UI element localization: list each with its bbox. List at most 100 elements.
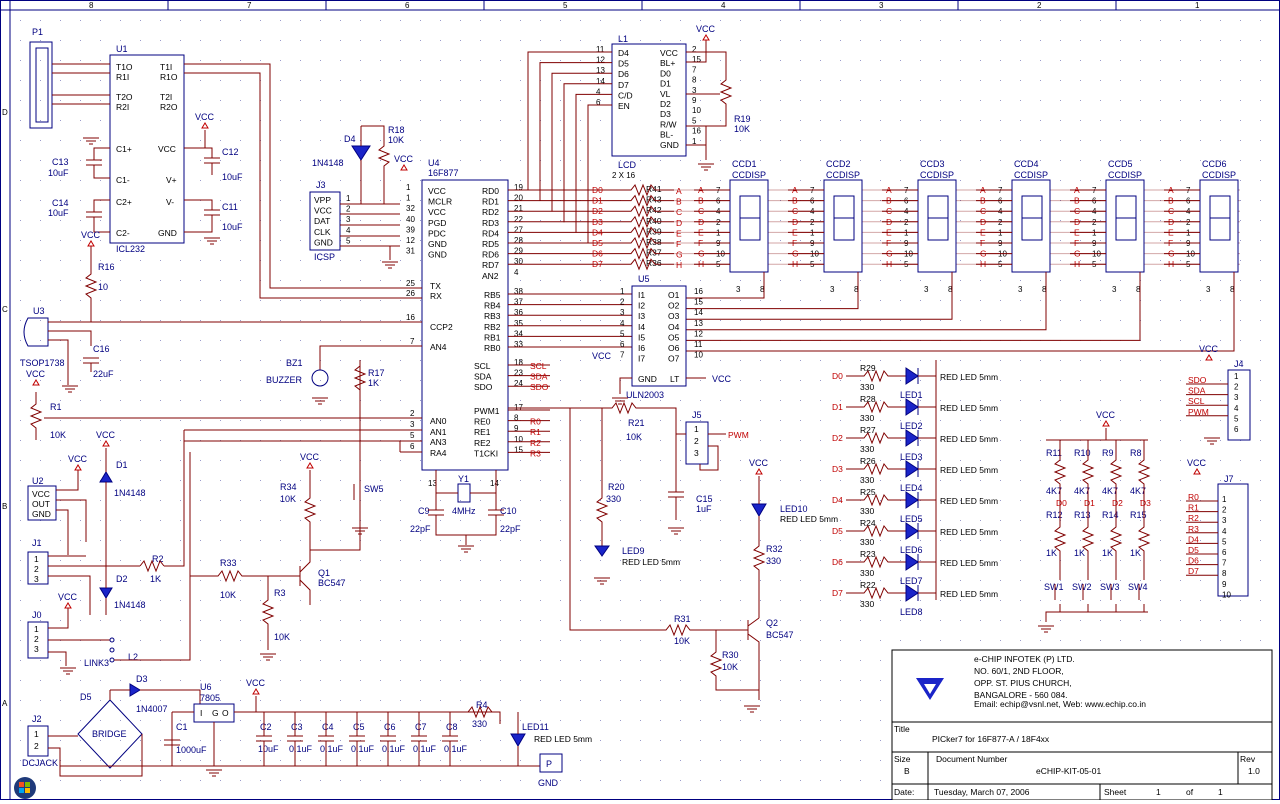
grid-dot [220,280,221,281]
grid-dot [940,580,941,581]
lcd-right-pin-number: 8 [692,76,697,85]
grid-dot [340,160,341,161]
vcc-label: VCC [58,592,78,602]
grid-dot [400,340,401,341]
grid-dot [1020,420,1021,421]
grid-dot [880,120,881,121]
svg-text:3: 3 [694,448,699,458]
grid-dot [680,160,681,161]
grid-dot [120,20,121,21]
grid-dot [660,500,661,501]
grid-dot [680,460,681,461]
grid-dot [680,560,681,561]
grid-dot [160,260,161,261]
vcc-label: VCC [96,430,116,440]
grid-dot [260,620,261,621]
grid-dot [960,320,961,321]
grid-dot [320,580,321,581]
grid-dot [640,500,641,501]
lcd-data-wire [563,83,612,223]
grid-dot [220,300,221,301]
grid-dot [160,580,161,581]
grid-dot [920,560,921,561]
grid-dot [700,680,701,681]
grid-dot [280,300,281,301]
sw-bot-res-ref: R14 [1102,510,1119,520]
grid-dot [760,120,761,121]
grid-dot [720,80,721,81]
grid-dot [300,20,301,21]
grid-dot [620,260,621,261]
grid-dot [760,40,761,41]
grid-dot [1000,180,1001,181]
rev-label: Rev [1240,754,1256,764]
grid-dot [220,60,221,61]
grid-dot [620,760,621,761]
grid-dot [1180,480,1181,481]
grid-dot [540,40,541,41]
r1-pot: R1 10K [29,392,410,440]
grid-dot [120,40,121,41]
grid-dot [60,60,61,61]
bus-segment-label: F [676,239,681,249]
r34-ref: R34 [280,482,297,492]
grid-dot [620,320,621,321]
j7-signal: D6 [1188,556,1199,566]
grid-dot [900,260,901,261]
grid-dot [740,360,741,361]
grid-dot [840,380,841,381]
grid-dot [240,640,241,641]
lcd-right-pin-label: R/W [660,119,677,129]
grid-dot [620,480,621,481]
grid-dot [1120,80,1121,81]
grid-dot [80,400,81,401]
grid-dot [60,80,61,81]
grid-dot [460,540,461,541]
grid-dot [940,420,941,421]
grid-dot [400,580,401,581]
grid-dot [700,120,701,121]
grid-dot [640,40,641,41]
c14-ref: C14 [52,198,69,208]
grid-dot [1080,520,1081,521]
grid-dot [720,40,721,41]
grid-dot [360,100,361,101]
grid-dot [200,600,201,601]
grid-dot [260,600,261,601]
grid-dot [160,380,161,381]
grid-dot [1140,500,1141,501]
grid-dot [620,740,621,741]
grid-dot [400,260,401,261]
svg-text:2: 2 [694,436,699,446]
grid-dot [60,600,61,601]
grid-dot [320,420,321,421]
grid-dot [20,500,21,501]
q2-transistor: Q2 BC547 [747,617,794,700]
led-row-resistor-value: 330 [860,599,874,609]
grid-dot [940,620,941,621]
u5-out-pin: 15 [694,298,703,307]
grid-dot [600,380,601,381]
grid-dot [880,140,881,141]
grid-dot [800,760,801,761]
u4-rd-pin-label: RD4 [482,228,499,238]
grid-dot [100,40,101,41]
sw-bot-res-value: 1K [1130,548,1141,558]
lcd-right-pin-number: 16 [692,127,701,136]
grid-dot [560,40,561,41]
j4-pin: 4 [1234,404,1239,413]
grid-dot [1120,640,1121,641]
grid-dot [1040,500,1041,501]
grid-dot [380,20,381,21]
u4-rb-pin-label: RB5 [484,290,501,300]
grid-dot [200,360,201,361]
grid-dot [580,400,581,401]
grid-dot [180,780,181,781]
grid-dot [880,680,881,681]
grid-dot [320,380,321,381]
led-row-signal: D4 [832,495,843,505]
grid-dot [1020,20,1021,21]
windows-start-button[interactable] [0,774,50,800]
grid-dot [300,760,301,761]
